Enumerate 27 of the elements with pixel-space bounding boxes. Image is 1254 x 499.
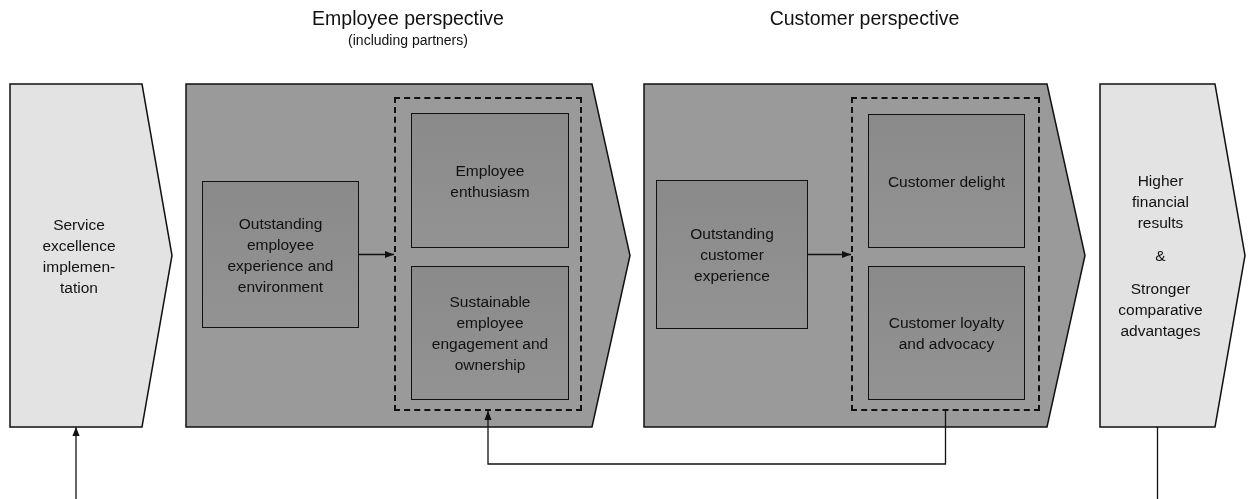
box-label: Outstanding employee experience and environment (226, 213, 335, 297)
box-label: Employee enthusiasm (449, 160, 531, 202)
chevron-shape (1100, 84, 1245, 427)
box-label: Outstanding customer experience (689, 224, 775, 286)
chevron-label: Higher financial results (1131, 171, 1190, 233)
section-heading: Employee perspective (312, 6, 504, 30)
arrow (72, 426, 80, 499)
arrow (484, 410, 947, 465)
process-box (411, 266, 569, 400)
section-subheading: (including partners) (348, 32, 468, 48)
box-label: Customer delight (887, 171, 1006, 192)
process-box (868, 114, 1025, 248)
box-label: Customer loyalty and advocacy (887, 313, 1006, 354)
process-box (868, 266, 1025, 400)
dashed-group-box (394, 97, 582, 411)
process-box (411, 113, 569, 248)
chevron-label: & (1155, 246, 1166, 266)
dashed-group-box (851, 97, 1040, 411)
chevron-shape (10, 84, 172, 427)
process-box (202, 181, 359, 328)
process-box (656, 180, 808, 329)
section-heading: Customer perspective (769, 6, 960, 30)
arrow (358, 250, 395, 259)
chevron-label: Stronger comparative advantages (1117, 279, 1204, 341)
box-label: Sustainable employee engagement and ownership (430, 292, 550, 375)
chevron-label: Service excellence implemen-tation (41, 214, 117, 298)
arrow (807, 250, 852, 259)
